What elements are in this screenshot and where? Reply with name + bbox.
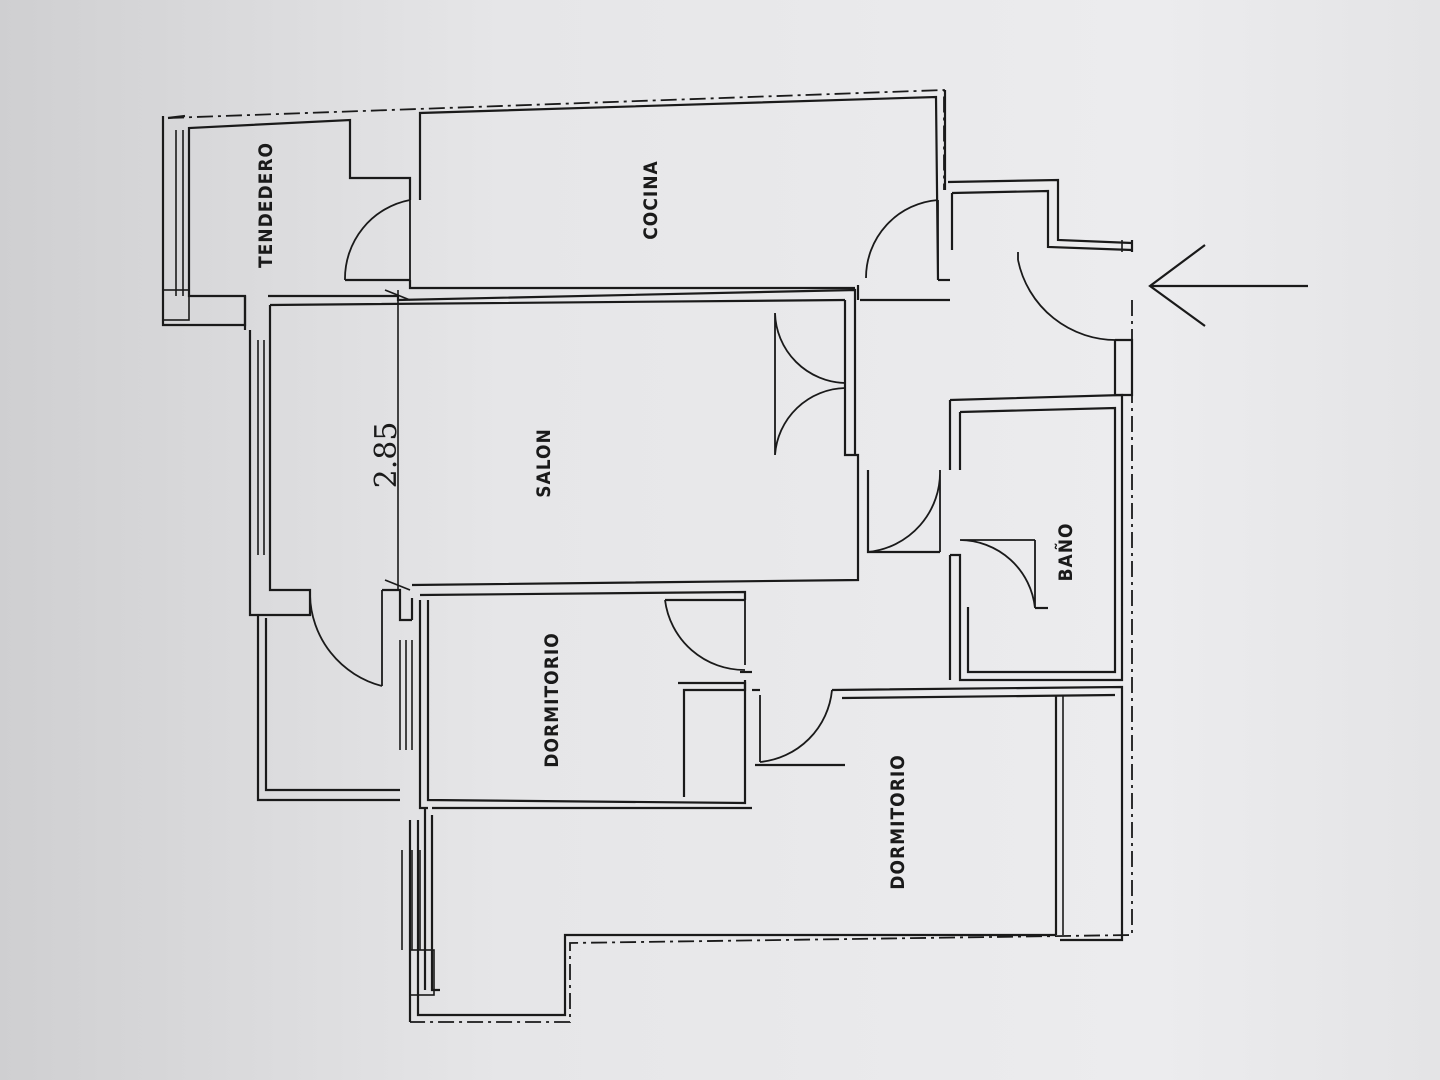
door-tendedero xyxy=(344,199,411,281)
room-dormitorio-2 xyxy=(401,685,1124,1022)
label-bano: BAÑO xyxy=(1053,522,1077,581)
dimension-salon: 2.85 xyxy=(369,289,411,591)
entry-niche xyxy=(947,178,1134,252)
label-cocina: COCINA xyxy=(640,160,662,240)
label-salon: SALON xyxy=(533,428,555,498)
door-bano xyxy=(959,539,1036,609)
terrace-lower-left xyxy=(256,588,412,802)
door-hall xyxy=(867,469,941,553)
dimension-label: 2.85 xyxy=(369,422,404,489)
label-tendedero: TENDEDERO xyxy=(255,142,277,268)
room-salon xyxy=(243,288,950,617)
entrance-door xyxy=(1017,252,1134,397)
door-dormitorio-1 xyxy=(664,599,746,671)
arrow-left-icon xyxy=(1148,244,1308,327)
door-terrace xyxy=(309,590,383,687)
door-cocina xyxy=(865,199,939,279)
door-dormitorio-2 xyxy=(759,689,833,763)
door-salon-double xyxy=(774,312,846,456)
room-tendedero xyxy=(161,114,412,327)
room-cocina xyxy=(408,90,950,300)
label-dormitorio-1: DORMITORIO xyxy=(541,632,563,768)
room-bano xyxy=(948,393,1124,682)
label-dormitorio-2: DORMITORIO xyxy=(887,754,909,890)
